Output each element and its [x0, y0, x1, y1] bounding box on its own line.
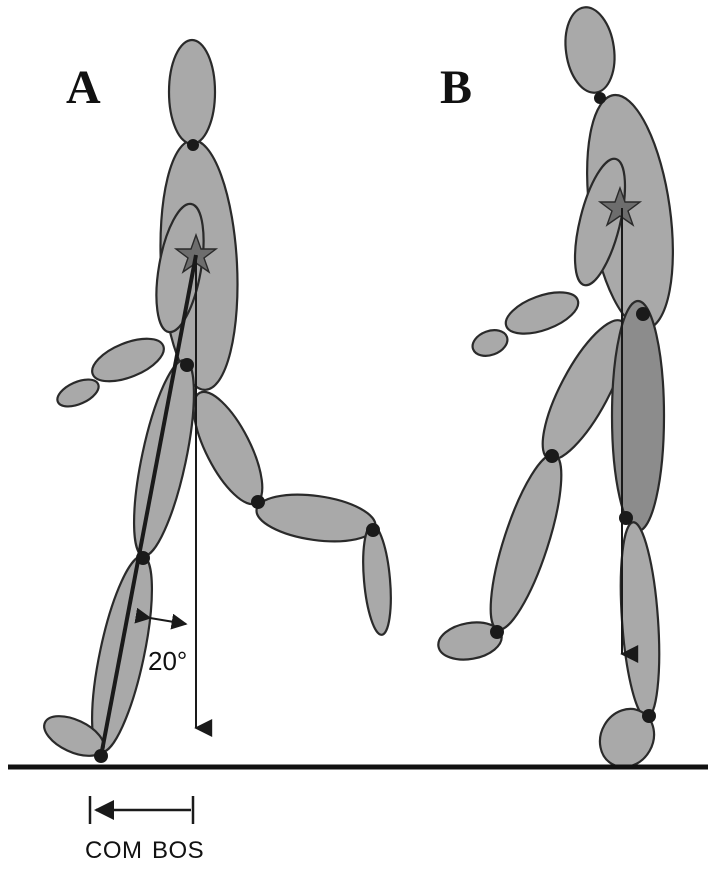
figure-a-right-shank: [254, 488, 379, 548]
figure-b-back-knee-joint: [545, 449, 559, 463]
figure-a-head: [169, 40, 215, 144]
angle-label: 20°: [148, 646, 187, 676]
figure-b-back-ankle-joint: [490, 625, 504, 639]
com-label: COM: [85, 837, 143, 864]
figure-b-stance-ankle-joint: [642, 709, 656, 723]
figure-a-hip-joint: [180, 358, 194, 372]
figure-b: [435, 4, 686, 777]
figure-a-hand: [53, 374, 102, 412]
figure-b-head: [560, 4, 620, 96]
panel-label-a: A: [66, 61, 101, 114]
bos-label: BOS: [152, 837, 204, 864]
figure-a-right-knee-joint: [251, 495, 265, 509]
figure-b-neck-joint: [594, 92, 606, 104]
figure-b-hip-joint: [636, 307, 650, 321]
figure-b-hand: [469, 326, 511, 361]
figure-a-right-foot: [359, 524, 394, 636]
figure-a-neck-joint: [187, 139, 199, 151]
figure-a: 20°: [38, 40, 395, 764]
panel-label-b: B: [440, 61, 472, 114]
com-bos-indicator: COM BOS: [85, 796, 204, 864]
figure-a-right-ankle-joint: [366, 523, 380, 537]
figure-a-forearm: [86, 330, 169, 390]
figure-b-stance-thigh: [612, 301, 664, 531]
figure-a-left-thigh: [122, 356, 207, 561]
figure-b-forearm: [500, 284, 583, 342]
figure-a-com-line: [101, 255, 196, 756]
figure-a-angle-arrow: [150, 618, 186, 624]
figure-b-back-shank: [477, 448, 576, 637]
